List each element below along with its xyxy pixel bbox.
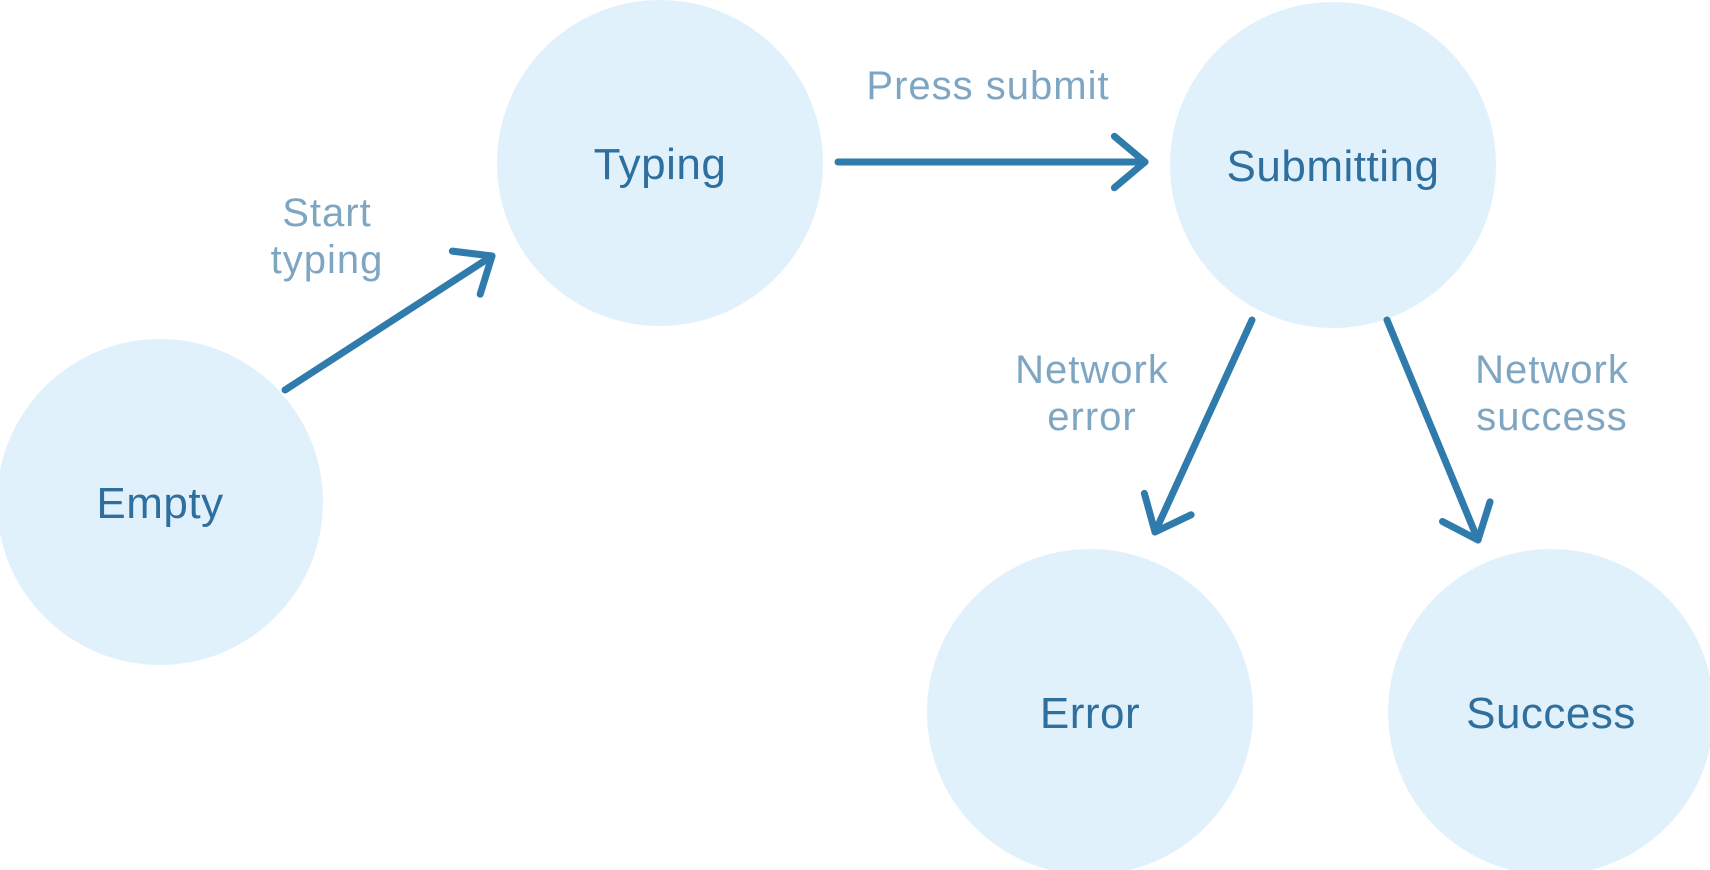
- transition-arrow-network-success: [1383, 316, 1482, 544]
- arrowhead-icon-network-error: [1140, 489, 1195, 536]
- transition-label-line: success: [1476, 395, 1628, 439]
- transition-label-line: Network: [1015, 348, 1169, 392]
- state-node-success: [1388, 549, 1710, 870]
- transition-arrow-start-typing: [281, 252, 496, 394]
- transition-arrow-network-error: [1151, 316, 1256, 536]
- state-label-typing: Typing: [594, 140, 727, 189]
- state-label-error: Error: [1040, 689, 1140, 738]
- arrowhead-icon-press-submit: [1110, 132, 1149, 192]
- arrowhead-icon-network-success: [1439, 498, 1494, 544]
- transition-label-press-submit: Press submit: [866, 64, 1109, 108]
- state-node-error: [927, 549, 1253, 870]
- transition-label-line: Press submit: [866, 64, 1109, 108]
- state-label-submitting: Submitting: [1227, 142, 1440, 191]
- transition-label-line: Network: [1475, 348, 1629, 392]
- state-node-typing: [497, 0, 823, 326]
- transition-label-line: Start: [282, 191, 371, 235]
- transition-label-line: typing: [271, 238, 384, 282]
- state-label-success: Success: [1466, 689, 1636, 738]
- arrowhead-icon-start-typing: [448, 247, 496, 298]
- state-node-empty: [0, 339, 323, 665]
- state-node-submitting: [1170, 2, 1496, 328]
- state-label-empty: Empty: [96, 479, 223, 528]
- transition-label-line: error: [1047, 395, 1136, 439]
